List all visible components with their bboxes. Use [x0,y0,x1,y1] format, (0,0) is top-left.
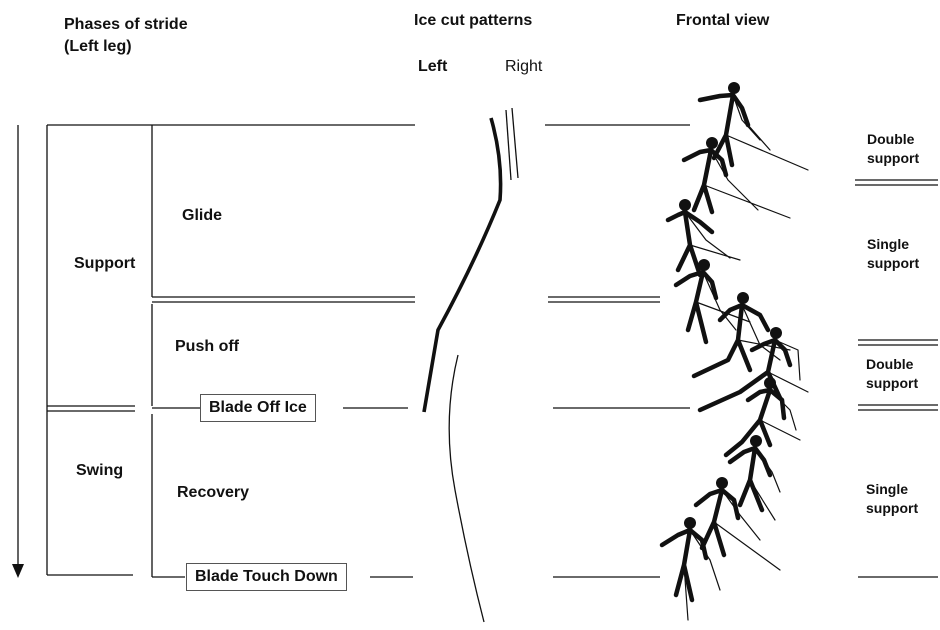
blade-off-ice-box: Blade Off Ice [200,394,316,422]
skater-figure-9 [696,477,780,570]
ice-cut-header: Ice cut patterns [414,12,532,30]
left-cut [424,118,501,412]
double-support-label-2: Double support [866,355,936,393]
blade-touch-down-box: Blade Touch Down [186,563,347,591]
single-support-label-1: Single support [867,235,937,273]
time-arrow-head [12,564,24,578]
phases-subheader: (Left leg) [64,38,132,56]
right-cut-1b [506,110,511,180]
right-cut-1 [512,108,518,178]
swing-phase-label: Swing [76,462,123,480]
push-off-label: Push off [175,338,239,356]
frontal-view-header: Frontal view [676,12,769,30]
skater-figure-7 [726,377,800,455]
right-header: Right [505,58,542,76]
left-header: Left [418,58,447,76]
double-support-label-1: Double support [867,130,937,168]
right-cut-2 [449,355,484,622]
glide-label: Glide [182,207,222,225]
frontal-view-figures [662,82,808,620]
support-phase-label: Support [74,255,135,273]
skater-figure-2 [684,137,790,218]
single-support-label-2: Single support [866,480,936,518]
phases-header: Phases of stride [64,16,188,34]
recovery-label: Recovery [177,484,249,502]
